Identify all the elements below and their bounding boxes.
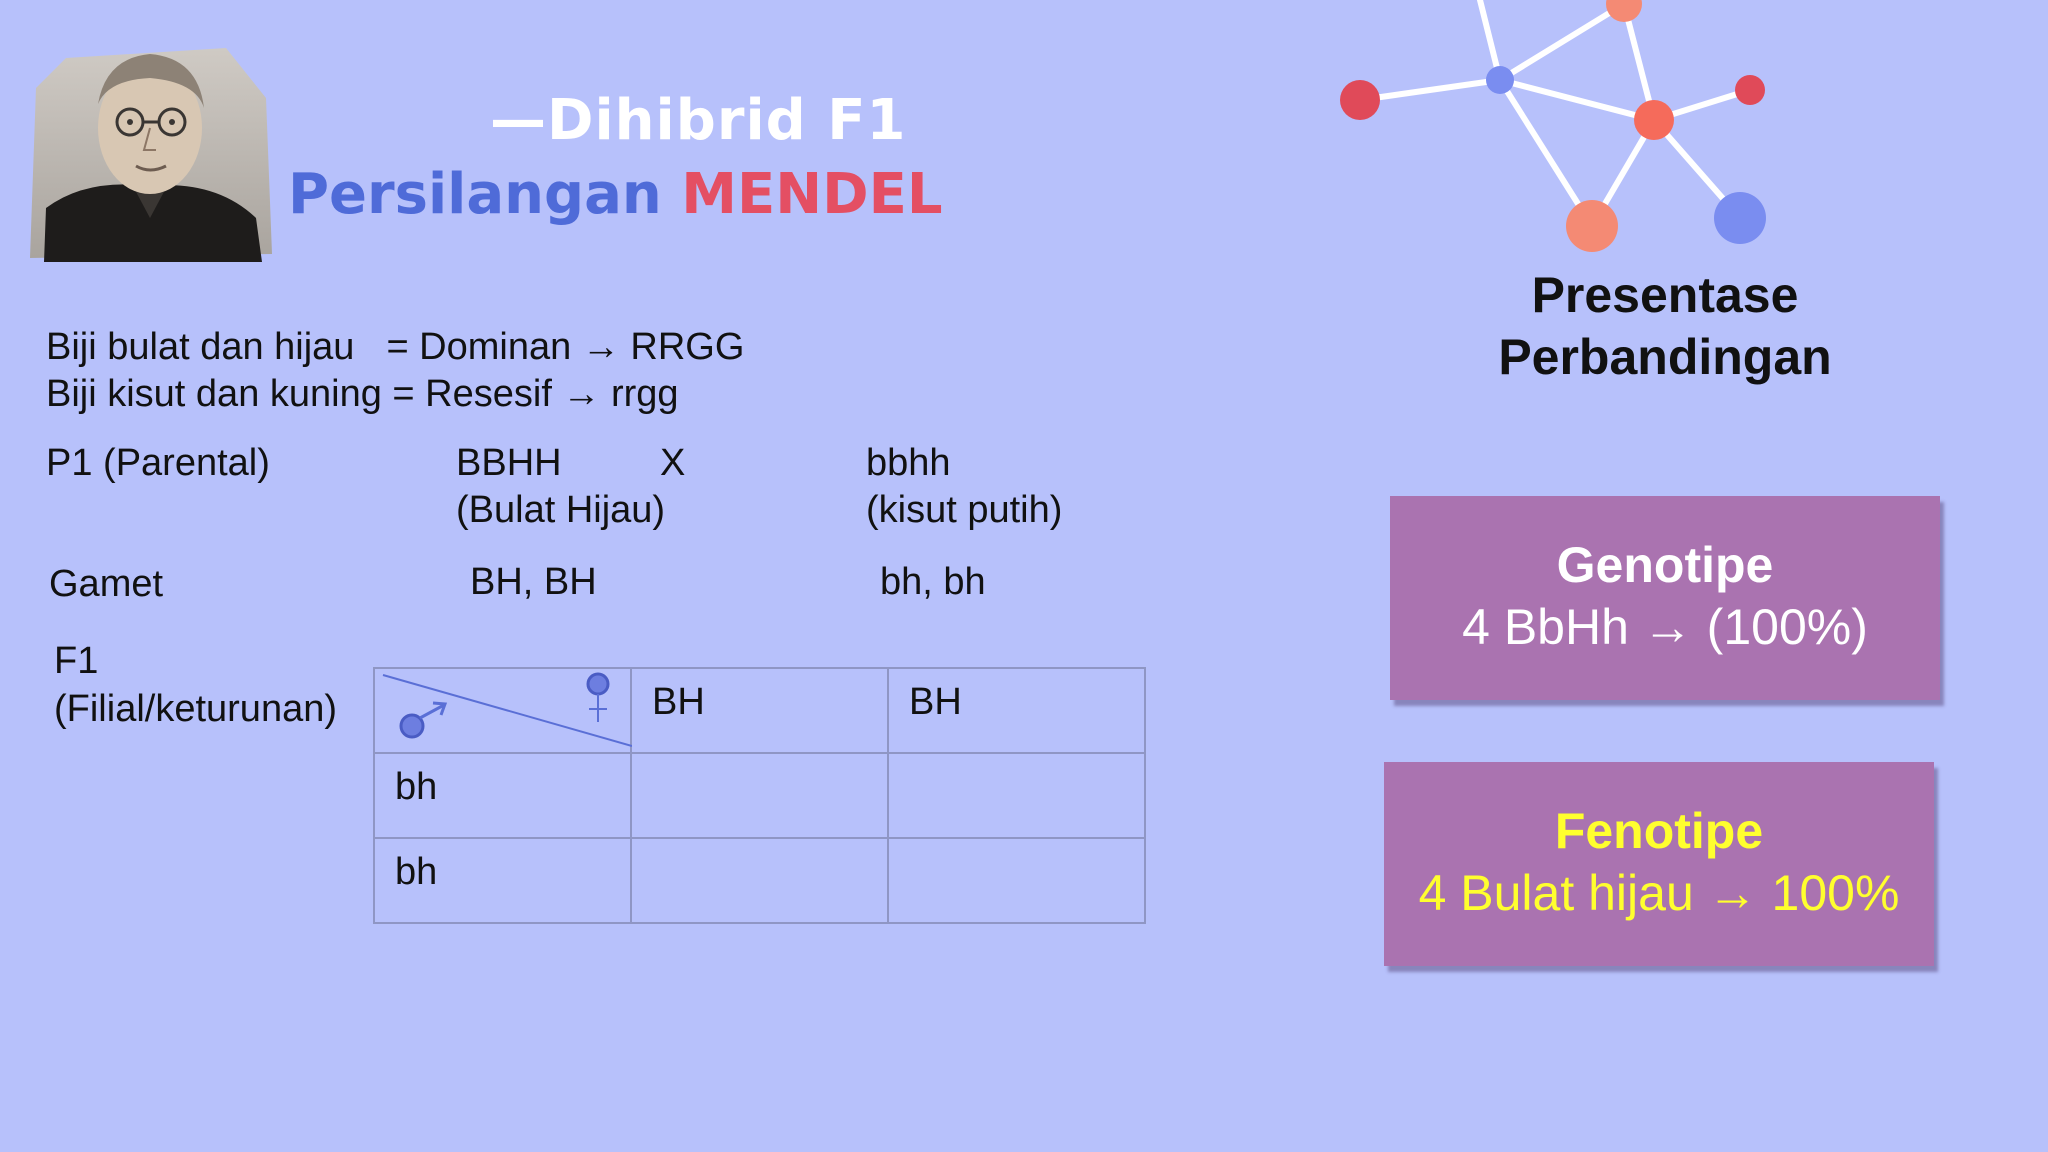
dominant-value: = Dominan → RRGG xyxy=(386,326,745,368)
dominant-line: Biji bulat dan hijau = Dominan → RRGG xyxy=(46,324,744,370)
punnett-header-row: BH BH xyxy=(373,667,1146,754)
heading-line-2: Perbandingan xyxy=(1498,329,1832,385)
phenotype-label: Fenotipe xyxy=(1554,803,1764,859)
punnett-row-header: bh xyxy=(373,837,632,924)
dominant-label: Biji bulat dan hijau xyxy=(46,326,355,368)
punnett-row-header: bh xyxy=(373,752,632,839)
f1-label: F1 xyxy=(54,640,99,682)
title-mendel: MENDEL xyxy=(681,162,943,227)
percentage-heading: Presentase Perbandingan xyxy=(1370,264,1960,388)
genotype-value: 4 BbHh → (100%) xyxy=(1462,599,1868,655)
punnett-cell xyxy=(887,837,1146,924)
parental-right-genotype: bbhh xyxy=(866,442,951,484)
gamet-right: bh, bh xyxy=(880,561,986,603)
punnett-col-header: BH xyxy=(630,667,889,754)
phenotype-value: 4 Bulat hijau → 100% xyxy=(1418,865,1900,921)
mendel-portrait xyxy=(30,48,272,262)
punnett-cell xyxy=(630,752,889,839)
title-dihibrid: —Dihibrid F1 xyxy=(490,88,907,153)
punnett-square: BH BH bh bh xyxy=(373,667,1146,924)
title-persilangan: Persilangan xyxy=(288,162,682,227)
male-symbol-icon xyxy=(399,701,448,739)
cross-symbol: X xyxy=(660,442,686,484)
gamet-label: Gamet xyxy=(49,563,164,605)
title-persilangan-mendel: Persilangan MENDEL xyxy=(288,162,943,227)
recessive-line: Biji kisut dan kuning = Resesif → rrgg xyxy=(46,373,679,415)
molecule-network-graphic xyxy=(1340,0,1766,252)
genotype-label: Genotipe xyxy=(1556,537,1774,593)
punnett-row: bh xyxy=(373,752,1146,839)
genotype-card: Genotipe 4 BbHh → (100%) xyxy=(1390,496,1940,700)
parental-left-desc: (Bulat Hijau) xyxy=(456,489,666,531)
punnett-col-header: BH xyxy=(887,667,1146,754)
gamet-left: BH, BH xyxy=(470,561,597,603)
punnett-cell xyxy=(630,837,889,924)
parental-left-genotype: BBHH xyxy=(456,442,562,484)
punnett-cell xyxy=(887,752,1146,839)
punnett-row: bh xyxy=(373,837,1146,924)
phenotype-card: Fenotipe 4 Bulat hijau → 100% xyxy=(1384,762,1934,966)
female-symbol-icon xyxy=(586,672,610,722)
f1-desc: (Filial/keturunan) xyxy=(54,688,337,730)
heading-line-1: Presentase xyxy=(1531,267,1799,323)
parental-right-desc: (kisut putih) xyxy=(866,489,1063,531)
parental-label: P1 (Parental) xyxy=(46,442,270,484)
punnett-corner xyxy=(373,667,632,754)
